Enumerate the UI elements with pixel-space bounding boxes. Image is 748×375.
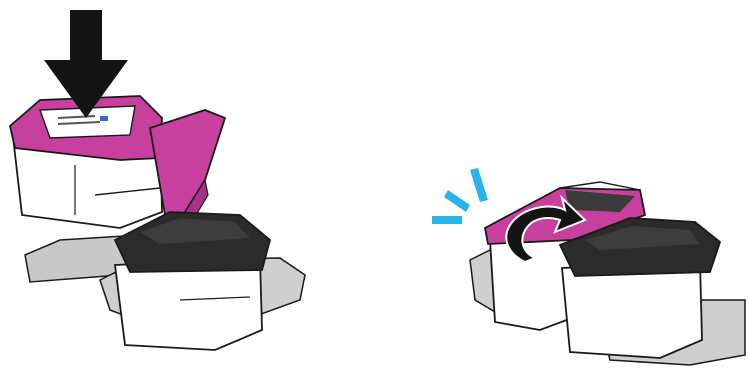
step-insert	[10, 10, 305, 350]
black-cartridge-left	[115, 212, 270, 350]
step-close-latch	[432, 168, 745, 365]
click-accent-marks	[432, 168, 488, 224]
black-cartridge-right	[560, 218, 720, 358]
cartridge-label-mark	[100, 116, 108, 121]
